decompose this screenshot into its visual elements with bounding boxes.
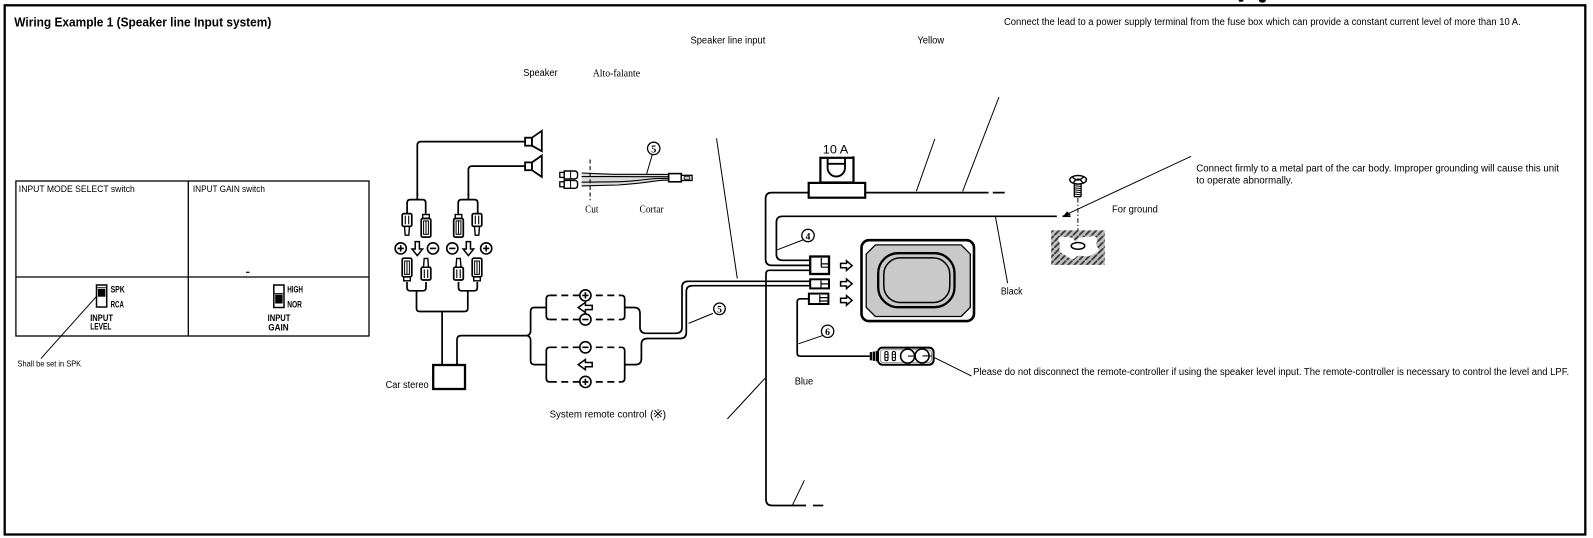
svg-text:4: 4	[806, 231, 811, 242]
svg-text:For ground: For ground	[1112, 205, 1158, 216]
svg-text:INPUT: INPUT	[90, 313, 113, 323]
svg-text:Wiring Example 1 (Speaker line: Wiring Example 1 (Speaker line Input sys…	[14, 16, 271, 30]
svg-text:5: 5	[651, 144, 656, 155]
svg-text:INPUT: INPUT	[268, 313, 291, 323]
svg-text:INPUT GAIN switch: INPUT GAIN switch	[193, 183, 265, 194]
svg-text:Cut: Cut	[585, 204, 598, 215]
svg-text:LEVEL: LEVEL	[90, 322, 112, 332]
svg-text:NOR: NOR	[287, 300, 302, 310]
svg-text:INPUT MODE SELECT switch: INPUT MODE SELECT switch	[19, 183, 135, 194]
svg-text:Yellow: Yellow	[917, 36, 945, 47]
svg-text:Alto-falante: Alto-falante	[593, 68, 641, 79]
svg-text:10 A: 10 A	[823, 143, 849, 157]
svg-text:SPK: SPK	[111, 285, 126, 295]
svg-text:RCA: RCA	[111, 300, 125, 310]
svg-text:Speaker: Speaker	[523, 68, 558, 79]
svg-text:Cortar: Cortar	[640, 204, 665, 215]
svg-text:System remote control: System remote control	[550, 409, 647, 420]
svg-text:Speaker line input: Speaker line input	[691, 35, 766, 46]
svg-text:Black: Black	[1001, 287, 1023, 298]
svg-text:GAIN: GAIN	[268, 322, 288, 332]
svg-text:Car stereo: Car stereo	[386, 380, 430, 391]
svg-text:): )	[663, 409, 667, 421]
svg-text:to operate abnormally.: to operate abnormally.	[1196, 175, 1293, 186]
svg-text:Shall be set in SPK: Shall be set in SPK	[18, 358, 82, 368]
svg-text:Connect firmly to a metal part: Connect firmly to a metal part of the ca…	[1196, 164, 1559, 175]
svg-text:Connect the lead to a power su: Connect the lead to a power supply termi…	[1004, 17, 1521, 28]
svg-text:6: 6	[825, 327, 830, 338]
svg-text:Blue: Blue	[795, 376, 814, 387]
svg-text:Please do not disconnect the r: Please do not disconnect the remote-cont…	[973, 367, 1569, 378]
svg-text:(: (	[650, 409, 654, 421]
svg-text:5: 5	[717, 305, 722, 316]
svg-text:HIGH: HIGH	[287, 285, 303, 295]
